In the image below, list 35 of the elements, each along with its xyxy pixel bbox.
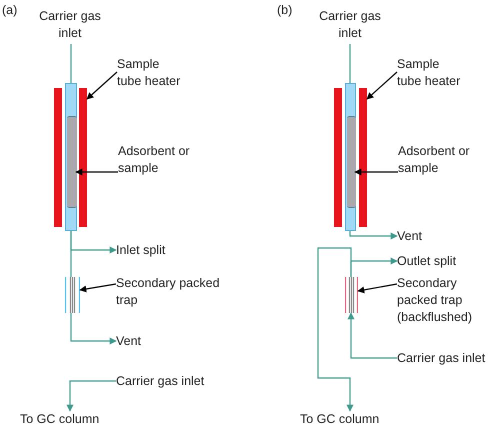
- outlet-label: To GC column: [300, 411, 400, 428]
- inlet-label: Carrier gas inlet: [116, 373, 226, 390]
- leader-line: [357, 283, 398, 294]
- adsorbent-packing: [67, 116, 77, 208]
- inlet-label: Carrier gas inlet: [30, 8, 110, 44]
- gas-line-arrow: [70, 313, 117, 344]
- gas-line-arrow: [317, 247, 354, 412]
- trap-drawing: [345, 277, 358, 313]
- trap-drawing: [65, 277, 80, 313]
- leader-line: [86, 72, 118, 100]
- split-label: Outlet split: [397, 253, 487, 270]
- leader-line: [79, 283, 116, 292]
- inlet-label: Carrier gas inlet: [310, 8, 390, 44]
- leader-line: [366, 72, 398, 100]
- gas-line-arrow: [348, 312, 397, 359]
- gas-line-arrow: [349, 231, 398, 240]
- adsorbent-packing: [347, 116, 356, 208]
- panel-label: (b): [277, 2, 292, 19]
- trap-label: Secondary packed trap: [116, 275, 226, 311]
- leader-line: [354, 168, 398, 176]
- heater-drawing: [54, 88, 87, 227]
- trap-label: Secondary packed trap (backflushed): [397, 275, 500, 329]
- outlet-label: To GC column: [20, 411, 120, 428]
- gas-line-arrow: [66, 380, 116, 412]
- sample-label: Adsorbent or sample: [118, 143, 198, 197]
- heater-drawing: [334, 88, 367, 227]
- heater-label: Sample tube heater: [117, 56, 187, 110]
- heater-label: Sample tube heater: [397, 56, 467, 110]
- inlet-label: Carrier gas inlet: [397, 350, 500, 367]
- leader-line: [75, 168, 118, 176]
- vent-label: Vent: [116, 333, 156, 350]
- vent-label: Vent: [397, 228, 437, 245]
- split-label: Inlet split: [116, 242, 196, 259]
- panel-label: (a): [2, 2, 18, 19]
- sample-label: Adsorbent or sample: [398, 143, 478, 197]
